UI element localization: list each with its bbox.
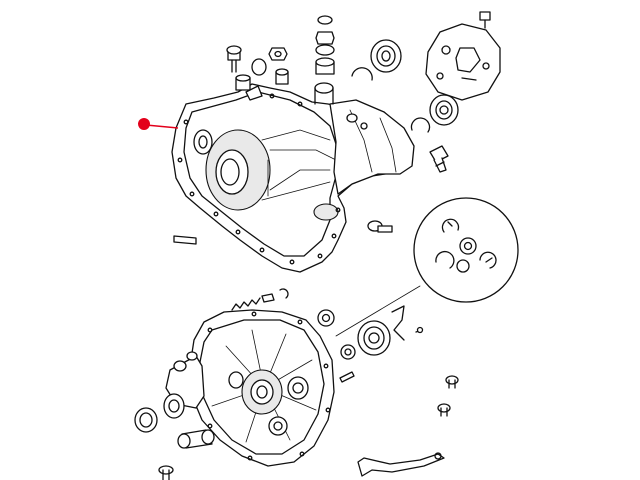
marker-leader-line (145, 124, 179, 129)
breather-cap[interactable] (226, 45, 242, 73)
case-bolt[interactable] (367, 220, 393, 233)
stacked-nuts[interactable] (315, 15, 335, 75)
output-shaft[interactable] (177, 429, 215, 449)
marker-dot[interactable] (138, 118, 150, 130)
release-fork-spring[interactable] (391, 305, 405, 341)
small-bolt[interactable] (415, 326, 424, 334)
transmission-case[interactable] (171, 82, 415, 273)
release-bearing[interactable] (357, 320, 391, 356)
clutch-housing[interactable] (189, 309, 335, 467)
detent-pin[interactable] (261, 293, 275, 303)
circlip-and-bearing-detail[interactable] (413, 197, 519, 303)
oil-seal[interactable] (134, 407, 158, 433)
callout-leader-line (335, 285, 421, 337)
drain-bolt-lower[interactable] (437, 403, 451, 417)
side-bearing[interactable] (429, 94, 459, 126)
sensor-switch[interactable] (429, 145, 449, 173)
snap-ring-side[interactable] (410, 117, 431, 133)
guide-pin[interactable] (339, 371, 355, 383)
selected-part-marker[interactable] (138, 118, 179, 130)
fill-plug[interactable] (235, 74, 251, 91)
top-bearing[interactable] (370, 39, 402, 73)
input-shaft-seal[interactable] (163, 393, 185, 419)
plug[interactable] (275, 68, 289, 85)
magnet-strip[interactable] (173, 235, 197, 245)
needle-bearing[interactable] (317, 309, 335, 327)
drain-bolt-upper[interactable] (445, 375, 459, 389)
rear-cover-plate[interactable] (425, 23, 501, 101)
housing-bolt[interactable] (158, 465, 174, 480)
snap-ring-top[interactable] (351, 67, 373, 81)
bushing[interactable] (340, 344, 356, 360)
nut[interactable] (268, 47, 288, 61)
detent-spring[interactable] (231, 297, 261, 311)
o-ring[interactable] (251, 58, 267, 76)
cover-bolt[interactable] (479, 11, 491, 29)
retaining-clip[interactable] (279, 288, 289, 299)
shift-linkage-arm[interactable] (357, 452, 445, 477)
